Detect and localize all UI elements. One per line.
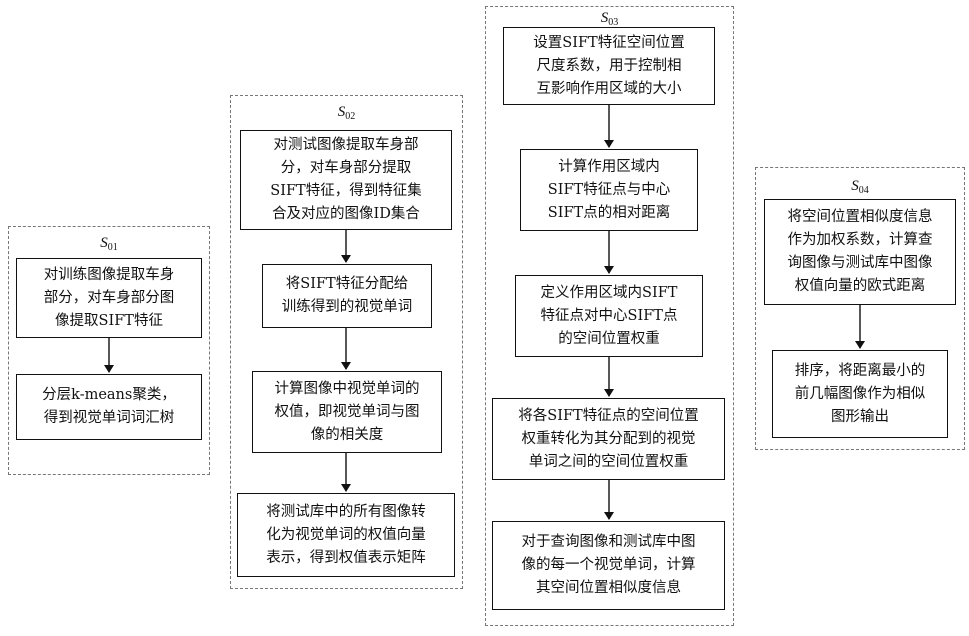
flow-arrows xyxy=(0,0,969,636)
